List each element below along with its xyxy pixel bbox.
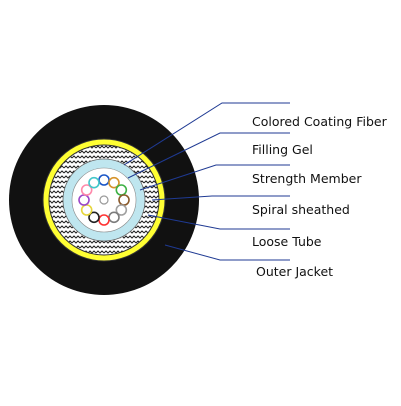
leader-lines (123, 102, 290, 261)
fiber-8 (88, 211, 100, 224)
fiber-11 (80, 184, 93, 196)
fiber-5 (115, 204, 128, 216)
fiber-7 (98, 214, 110, 226)
fiber-12 (88, 176, 100, 189)
label-colored-coating-fiber: Colored Coating Fiber (252, 114, 387, 129)
cable (9, 105, 199, 295)
fiber-group (78, 174, 130, 226)
fiber-6 (108, 211, 120, 224)
leader-filling-gel (127, 132, 290, 179)
label-spiral-sheathed: Spiral sheathed (252, 202, 350, 217)
fiber-3 (115, 184, 128, 196)
label-loose-tube: Loose Tube (252, 234, 322, 249)
leader-outer-jacket (164, 244, 290, 261)
fiber-2 (108, 176, 120, 189)
label-outer-jacket: Outer Jacket (256, 264, 334, 279)
fiber-center (99, 195, 109, 205)
label-strength-member: Strength Member (252, 171, 362, 186)
fiber-4 (118, 194, 130, 206)
fiber-9 (80, 204, 93, 216)
fiber-10 (78, 194, 90, 206)
leader-colored-coating-fiber (123, 102, 290, 166)
leader-spiral-sheathed (151, 195, 290, 201)
leader-loose-tube (147, 214, 290, 230)
leader-strength-member (139, 164, 290, 191)
fiber-1 (98, 174, 110, 186)
label-filling-gel: Filling Gel (252, 142, 313, 157)
